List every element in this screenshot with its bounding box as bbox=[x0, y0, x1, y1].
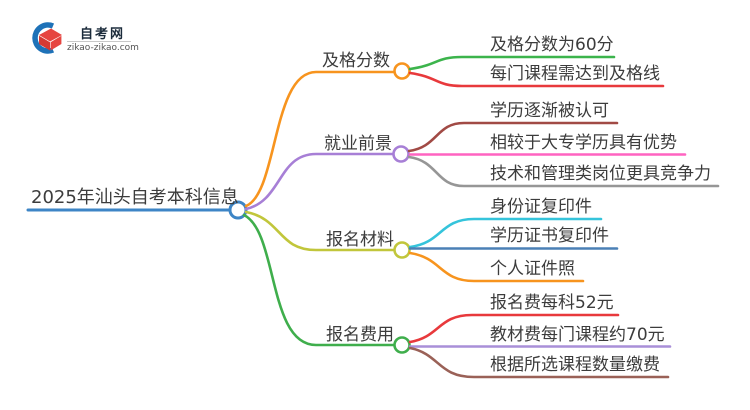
branch-line-job-prospects bbox=[244, 152, 395, 211]
graduation-cap-icon bbox=[32, 22, 62, 54]
child-label-reg-fee[interactable]: 报名费每科52元 bbox=[490, 293, 614, 313]
branch-label-materials[interactable]: 报名材料 bbox=[326, 230, 394, 250]
child-label-id-copy[interactable]: 身份证复印件 bbox=[490, 197, 592, 217]
branch-line-materials bbox=[244, 210, 396, 252]
branch-circle-fees[interactable] bbox=[393, 336, 411, 354]
site-logo[interactable]: 自考网 zikao-zikao.com bbox=[31, 8, 151, 58]
branch-circle-materials[interactable] bbox=[393, 241, 411, 259]
branch-circle-passing-score[interactable] bbox=[393, 62, 411, 80]
child-label-diploma-copy[interactable]: 学历证书复印件 bbox=[490, 226, 609, 246]
branch-label-passing-score[interactable]: 及格分数 bbox=[322, 51, 390, 71]
child-line-reg-fee bbox=[408, 313, 620, 344]
logo-domain: zikao-zikao.com bbox=[67, 43, 139, 53]
branch-label-fees[interactable]: 报名费用 bbox=[326, 325, 394, 345]
child-label-pass-60[interactable]: 及格分数为60分 bbox=[490, 35, 614, 55]
child-line-photo bbox=[408, 251, 585, 283]
child-label-photo[interactable]: 个人证件照 bbox=[490, 259, 575, 279]
child-line-competitive bbox=[407, 155, 720, 188]
child-line-recognized bbox=[407, 121, 619, 153]
child-label-pass-line[interactable]: 每门课程需达到及格线 bbox=[490, 64, 660, 84]
child-label-textbook-fee[interactable]: 教材费每门课程约70元 bbox=[490, 325, 665, 345]
child-line-pay-by-course bbox=[408, 346, 670, 379]
branch-line-passing-score bbox=[244, 70, 396, 208]
child-line-id-copy bbox=[408, 217, 603, 249]
branch-line-fees bbox=[242, 213, 396, 347]
child-label-pay-by-course[interactable]: 根据所选课程数量缴费 bbox=[490, 355, 660, 375]
logo-divider bbox=[67, 41, 131, 42]
root-label[interactable]: 2025年汕头自考本科信息 bbox=[31, 187, 239, 208]
branch-label-job-prospects[interactable]: 就业前景 bbox=[324, 134, 392, 154]
child-label-recognized[interactable]: 学历逐渐被认可 bbox=[490, 101, 609, 121]
logo-title: 自考网 bbox=[80, 27, 126, 42]
child-line-pass-60 bbox=[408, 55, 616, 71]
child-label-advantage[interactable]: 相较于大专学历具有优势 bbox=[490, 133, 677, 153]
child-label-competitive[interactable]: 技术和管理类岗位更具竞争力 bbox=[490, 164, 711, 184]
branch-circle-job-prospects[interactable] bbox=[392, 145, 410, 163]
child-line-pass-line bbox=[408, 71, 665, 88]
